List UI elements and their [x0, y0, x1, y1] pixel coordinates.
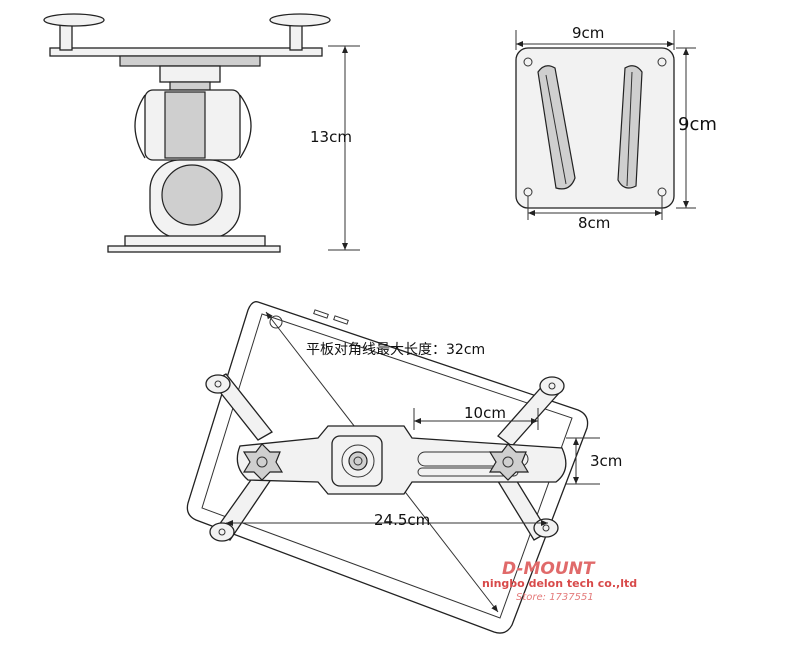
mount-side-view	[43, 13, 331, 253]
tablet-clamp-bracket	[205, 373, 567, 542]
company-watermark: ningbo delon tech co.,ltd	[482, 577, 637, 590]
bracket-height-label: 3cm	[590, 452, 622, 470]
plate-dimensions: 9cm 9cm 8cm	[515, 24, 717, 232]
brand-watermark: D-MOUNT	[502, 559, 596, 579]
clamp-dimensions: 10cm 3cm 24.5cm	[226, 404, 622, 529]
hole-spacing-label: 8cm	[578, 214, 610, 232]
mount-height-label: 13cm	[310, 128, 352, 146]
mount-height-dimension: 13cm	[310, 45, 360, 251]
arm-spacing-label: 10cm	[464, 404, 506, 422]
store-watermark: D-MOUNT ningbo delon tech co.,ltd Store:…	[482, 559, 637, 603]
mounting-plate	[515, 47, 675, 209]
store-number-watermark: Store: 1737551	[516, 592, 594, 603]
max-diagonal-note: 平板对角线最大长度：32cm	[306, 342, 485, 358]
clamp-span-label: 24.5cm	[374, 511, 430, 529]
plate-height-label: 9cm	[678, 114, 717, 135]
plate-width-label: 9cm	[572, 24, 604, 42]
